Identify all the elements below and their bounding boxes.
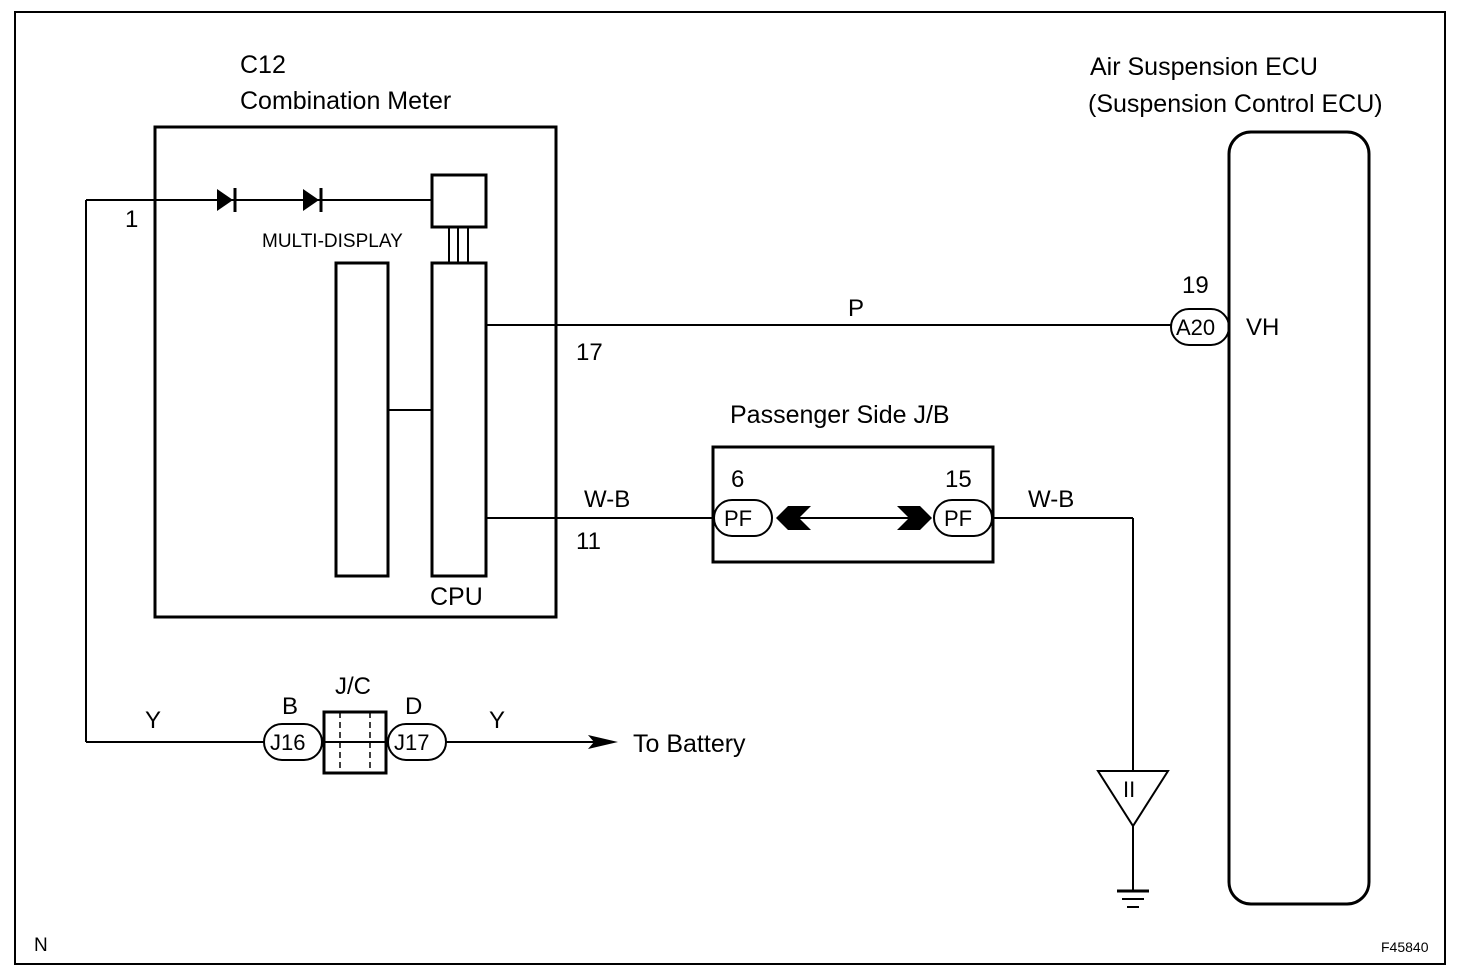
ground-circuit: W-B 11 Passenger Side J/B 6 15 PF PF W-B… — [486, 401, 1170, 908]
wire-color-wb-left: W-B — [584, 486, 630, 513]
pin-1-label: 1 — [125, 206, 138, 233]
wire-color-wb-right: W-B — [1028, 486, 1074, 513]
cpu-block — [430, 261, 488, 578]
diode-icon — [217, 189, 233, 211]
meter-code: C12 — [240, 51, 286, 79]
ecu-pin-19: 19 — [1182, 272, 1209, 299]
ground-point-label: II — [1123, 777, 1135, 802]
pin-17-label: 17 — [576, 339, 603, 366]
combination-meter: C12 Combination Meter MULTI-DISPLAY CPU — [153, 51, 558, 619]
connector-chevron-icon — [776, 506, 811, 530]
jc-pin-b: B — [282, 693, 298, 720]
connector-j17-label: J17 — [394, 730, 429, 755]
jb-pin-15: 15 — [945, 466, 972, 493]
cpu-label: CPU — [430, 583, 483, 611]
arrow-right-icon — [588, 735, 618, 749]
ecu-name-alt: (Suspension Control ECU) — [1088, 90, 1383, 118]
meter-name: Combination Meter — [240, 87, 451, 115]
connector-pf-left — [713, 499, 773, 537]
jc-name: J/C — [335, 673, 371, 700]
ecu-box — [1227, 130, 1371, 906]
wire-color-y-left: Y — [145, 707, 161, 734]
connector-a20-label: A20 — [1176, 315, 1215, 340]
connector-j16 — [263, 723, 323, 761]
corner-note: N — [34, 935, 48, 956]
diagram-frame — [14, 11, 1446, 965]
meter-box — [153, 125, 558, 619]
air-suspension-ecu: Air Suspension ECU (Suspension Control E… — [1088, 53, 1383, 906]
ground-point-icon — [1096, 770, 1170, 828]
to-battery-label: To Battery — [633, 730, 746, 758]
terminal-vh: VH — [1246, 314, 1279, 341]
connector-pf-right-label: PF — [944, 506, 972, 531]
pin-11-label: 11 — [576, 528, 601, 555]
connector-a20 — [1170, 308, 1230, 346]
vh-signal-wire: P 17 — [486, 295, 1172, 366]
internal-block — [334, 261, 390, 578]
battery-circuit: Y B J/C D J16 J17 Y To Battery — [86, 673, 746, 775]
diode-icon — [303, 189, 319, 211]
jb-name: Passenger Side J/B — [730, 401, 950, 429]
connector-chevron-icon — [897, 506, 932, 530]
wire-color-p: P — [848, 295, 864, 322]
wire-color-y-right: Y — [489, 707, 505, 734]
figure-id: F45840 — [1381, 939, 1429, 955]
multi-display-block — [430, 173, 488, 229]
connector-j16-label: J16 — [270, 730, 305, 755]
connector-pf-left-label: PF — [724, 506, 752, 531]
jb-box — [711, 445, 995, 564]
multi-display-label: MULTI-DISPLAY — [262, 231, 403, 252]
power-input-circuit: 1 — [85, 188, 432, 742]
jc-pin-d: D — [405, 693, 422, 720]
ecu-name: Air Suspension ECU — [1090, 53, 1318, 81]
jb-pin-6: 6 — [731, 466, 744, 493]
